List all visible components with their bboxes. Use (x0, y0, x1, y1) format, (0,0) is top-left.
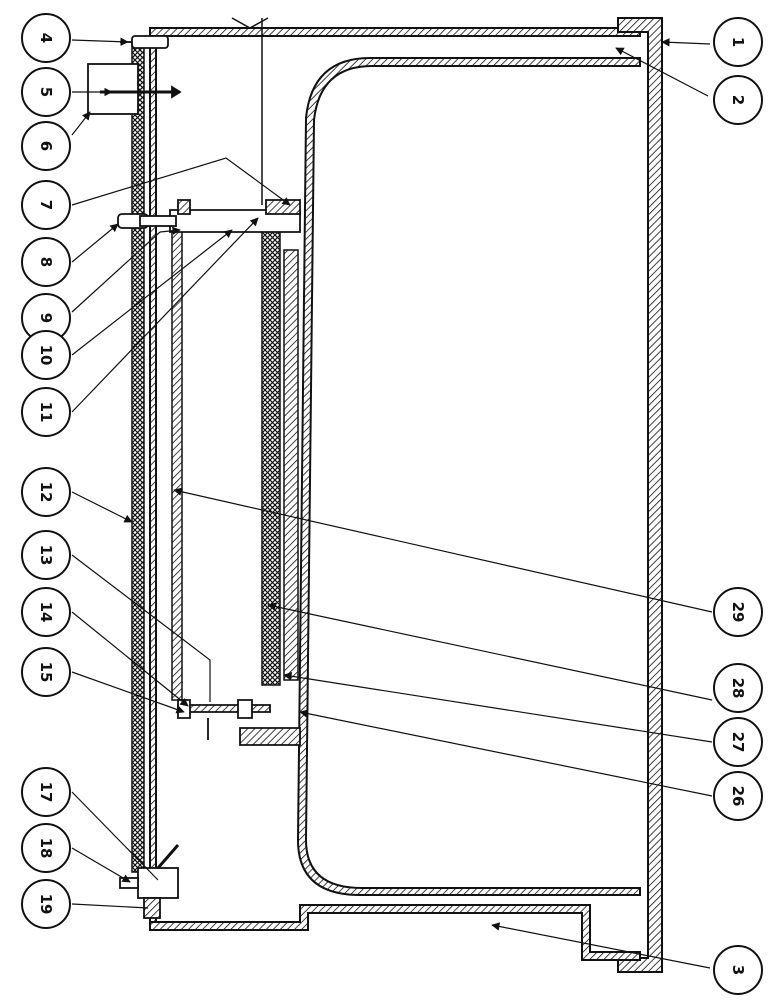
callout-14: 14 (21, 587, 71, 637)
callout-12: 12 (21, 467, 71, 517)
bottom-hinge-assembly (119, 844, 180, 919)
callout-15: 15 (21, 647, 71, 697)
callout-28: 28 (713, 663, 763, 713)
svg-text:5: 5 (37, 87, 55, 97)
svg-text:19: 19 (37, 894, 55, 915)
inner-frame-bar (171, 214, 183, 701)
callout-17: 17 (21, 767, 71, 817)
svg-text:14: 14 (37, 602, 55, 623)
callout-10: 10 (21, 330, 71, 380)
top-glass-bracket (117, 199, 301, 233)
glass-pane-inner (261, 224, 281, 686)
svg-text:11: 11 (37, 402, 55, 423)
top-marker (231, 17, 269, 205)
svg-text:18: 18 (37, 838, 55, 859)
svg-text:28: 28 (729, 678, 747, 699)
glass-pane-outer (283, 249, 299, 681)
callout-26: 26 (713, 771, 763, 821)
svg-text:27: 27 (729, 732, 747, 753)
svg-text:15: 15 (37, 662, 55, 683)
callout-6: 6 (21, 121, 71, 171)
svg-text:10: 10 (37, 345, 55, 366)
callout-13: 13 (21, 530, 71, 580)
svg-text:26: 26 (729, 786, 747, 807)
svg-text:12: 12 (37, 482, 55, 503)
callout-27: 27 (713, 717, 763, 767)
callout-19: 19 (21, 879, 71, 929)
callout-3: 3 (713, 945, 763, 995)
svg-text:13: 13 (37, 545, 55, 566)
svg-text:3: 3 (729, 965, 747, 975)
callout-7: 7 (21, 180, 71, 230)
callout-11: 11 (21, 387, 71, 437)
svg-text:7: 7 (37, 200, 55, 210)
callout-4: 4 (21, 13, 71, 63)
svg-text:6: 6 (37, 141, 55, 151)
leader-lines (71, 37, 713, 969)
callout-1: 1 (713, 17, 763, 67)
svg-text:1: 1 (729, 37, 747, 47)
clip-block (87, 63, 182, 115)
svg-text:29: 29 (729, 602, 747, 623)
callout-29: 29 (713, 587, 763, 637)
svg-text:8: 8 (37, 257, 55, 267)
callout-18: 18 (21, 823, 71, 873)
svg-text:17: 17 (37, 782, 55, 803)
door-outer-panel (149, 17, 663, 973)
svg-text:4: 4 (37, 33, 55, 43)
svg-text:9: 9 (37, 313, 55, 323)
callout-5: 5 (21, 67, 71, 117)
svg-text:2: 2 (729, 95, 747, 105)
callout-2: 2 (713, 75, 763, 125)
callout-8: 8 (21, 237, 71, 287)
insulation-panel (131, 41, 145, 873)
bottom-glass-bracket (177, 699, 301, 746)
door-inner-liner (296, 57, 641, 896)
